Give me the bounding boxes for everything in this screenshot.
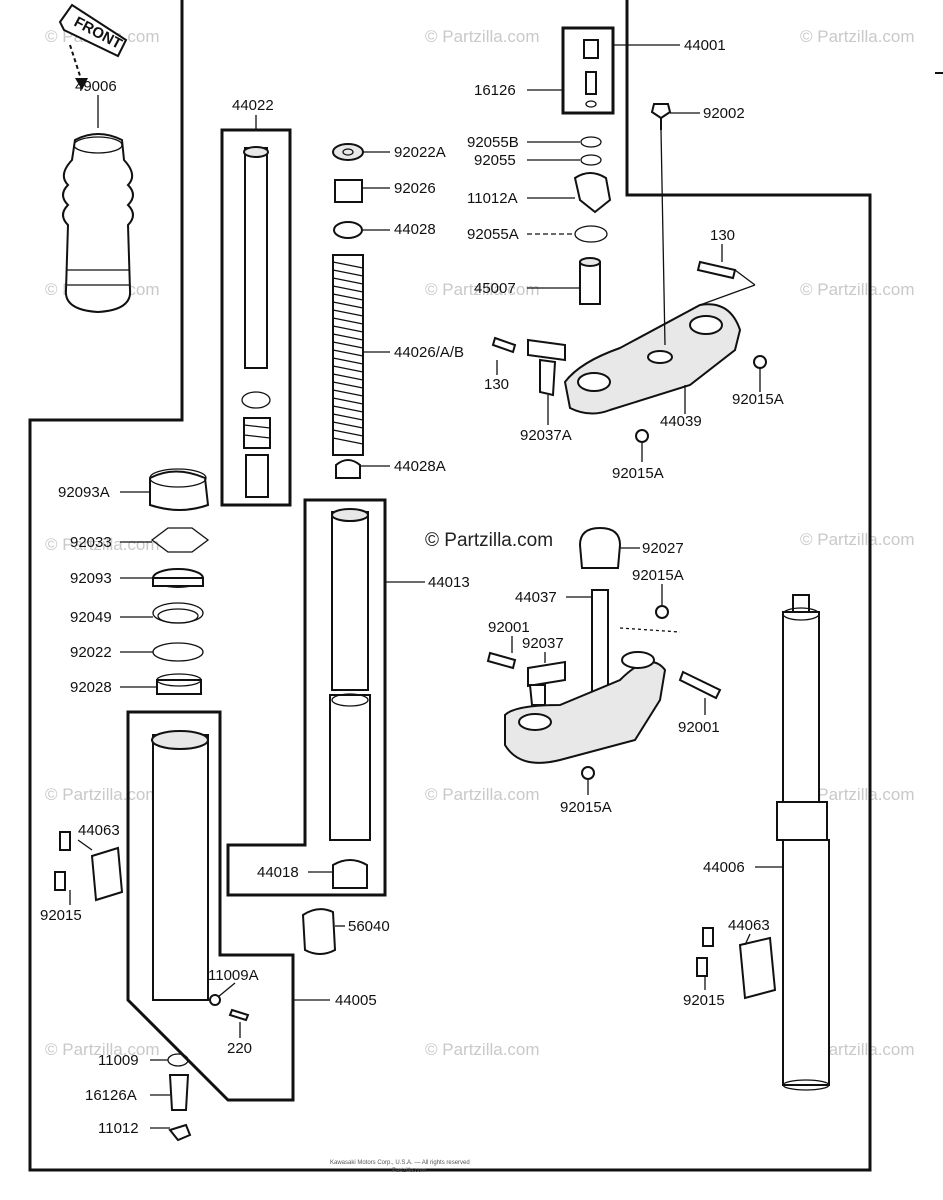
label-92001-b: 92001 (678, 719, 720, 736)
part-56040 (301, 908, 337, 955)
fork-assembly-44006 (696, 594, 830, 1091)
footer: Kawasaki Motors Corp., U.S.A. — All righ… (330, 1160, 470, 1174)
footer-line-2: Partzilla.com (392, 1168, 426, 1174)
label-44001: 44001 (684, 37, 726, 54)
label-92002: 92002 (703, 105, 745, 122)
label-44039: 44039 (660, 413, 702, 430)
lower-bracket-44037 (486, 526, 722, 780)
label-92033: 92033 (70, 534, 112, 551)
label-220: 220 (227, 1040, 252, 1057)
label-11009A: 11009A (208, 967, 259, 984)
label-92055A: 92055A (467, 226, 519, 243)
watermark: © Partzilla.com (425, 27, 540, 46)
label-92049: 92049 (70, 609, 112, 626)
label-130-upper: 130 (710, 227, 735, 244)
label-92015A-c: 92015A (632, 567, 684, 584)
label-92015-left: 92015 (40, 907, 82, 924)
label-92015A-d: 92015A (560, 799, 612, 816)
label-44026AB: 44026/A/B (394, 344, 464, 361)
label-56040: 56040 (348, 918, 390, 935)
label-11009: 11009 (98, 1052, 139, 1069)
label-44028: 44028 (394, 221, 436, 238)
spring-stack (332, 143, 364, 479)
label-92093A: 92093A (58, 484, 110, 501)
watermark: © Partzilla.com (425, 1040, 540, 1059)
label-92022A: 92022A (394, 144, 446, 161)
dust-boot-49006 (62, 133, 134, 314)
label-44005: 44005 (335, 992, 377, 1009)
seal-stack (149, 468, 210, 695)
watermark: © Partzilla.com (45, 785, 160, 804)
label-44037: 44037 (515, 589, 557, 606)
label-44022: 44022 (232, 97, 274, 114)
label-92037: 92037 (522, 635, 564, 652)
label-92037A: 92037A (520, 427, 572, 444)
label-49006: 49006 (75, 78, 117, 95)
label-92028: 92028 (70, 679, 112, 696)
label-16126: 16126 (474, 82, 516, 99)
upper-bracket-44039 (491, 129, 767, 443)
watermark: © Partzilla.com (425, 785, 540, 804)
label-44006: 44006 (703, 859, 745, 876)
watermark-main: © Partzilla.com (425, 530, 553, 551)
label-11012: 11012 (98, 1120, 139, 1137)
label-92093: 92093 (70, 570, 112, 587)
label-92015A-a: 92015A (732, 391, 784, 408)
leader-lines (69, 44, 783, 1129)
watermark: © Partzilla.com (800, 27, 915, 46)
cap-kit-44001 (561, 26, 615, 115)
label-92055B: 92055B (467, 134, 519, 151)
label-44013: 44013 (428, 574, 470, 591)
watermark: © Partzilla.com (800, 280, 915, 299)
label-92027: 92027 (642, 540, 684, 557)
label-44063-right: 44063 (728, 917, 770, 934)
watermark: © Partzilla.com (45, 535, 160, 554)
label-16126A: 16126A (85, 1087, 137, 1104)
label-11012A: 11012A (467, 190, 518, 207)
watermark: © Partzilla.com (45, 1040, 160, 1059)
watermark: © Partzilla.com (425, 280, 540, 299)
footer-line-1: Kawasaki Motors Corp., U.S.A. — All righ… (330, 1160, 470, 1166)
part-labels: 49006 44022 92022A 92026 44028 44026/A/B… (40, 37, 784, 1137)
label-92022: 92022 (70, 644, 112, 661)
label-44063-left: 44063 (78, 822, 120, 839)
inner-tube-box-44013 (226, 498, 387, 897)
label-130-lower: 130 (484, 376, 509, 393)
label-92015A-b: 92015A (612, 465, 664, 482)
label-44028A: 44028A (394, 458, 446, 475)
damper-rod-kit-44022 (220, 128, 292, 507)
label-45007: 45007 (474, 280, 516, 297)
drain-bolt-parts (167, 1053, 192, 1142)
frame-lines (28, 0, 943, 1172)
label-44018: 44018 (257, 864, 299, 881)
watermark: © Partzilla.com (800, 785, 915, 804)
label-92001-a: 92001 (488, 619, 530, 636)
label-92055: 92055 (474, 152, 516, 169)
label-92015-right: 92015 (683, 992, 725, 1009)
watermark: © Partzilla.com (800, 530, 915, 549)
cap-parts (573, 103, 672, 305)
label-92026: 92026 (394, 180, 436, 197)
outer-tube-box-44005 (54, 710, 295, 1102)
